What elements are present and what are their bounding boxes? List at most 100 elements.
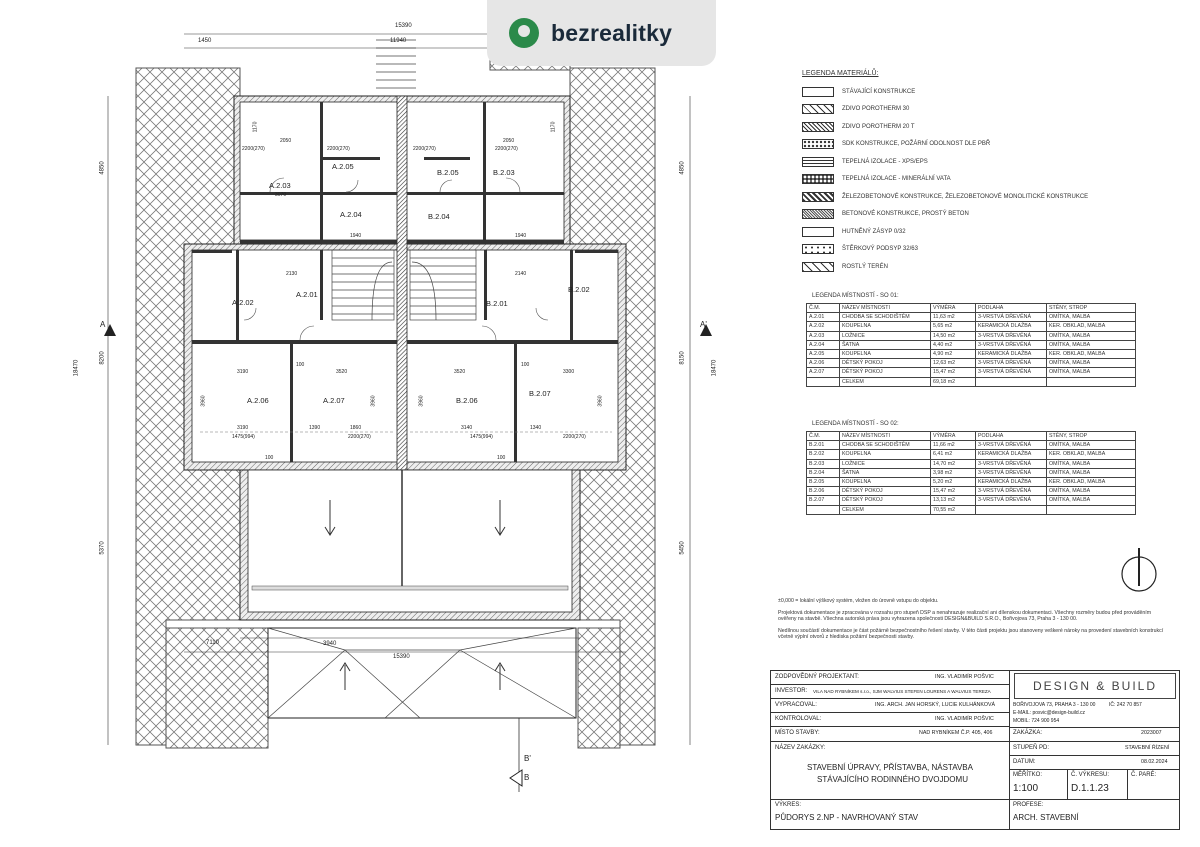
inner-dim: 3190 (237, 425, 249, 431)
terrace (239, 469, 581, 621)
zakazka-name-line2: STÁVAJÍCÍHO RODINNÉHO DVOJDOMU (817, 775, 968, 784)
pare-label: Č. PARÉ: (1131, 772, 1157, 778)
staircase (331, 249, 477, 321)
inner-dim: 1170 (550, 121, 557, 133)
section-b-prime: B' (524, 754, 531, 763)
dim-right-total: 18470 (711, 359, 718, 377)
inner-dim: 1940 (350, 233, 362, 239)
lower-roof (267, 627, 577, 719)
inner-dim: 3520 (336, 369, 348, 375)
note-documentation: Projektová dokumentace je zpracována v r… (778, 609, 1152, 623)
room-label-b206: B.2.06 (456, 396, 478, 405)
misto-label: MÍSTO STAVBY: (775, 730, 820, 736)
location-pin-icon (509, 18, 539, 48)
zakazka-name-line1: STAVEBNÍ ÚPRAVY, PŘÍSTAVBA, NÁSTAVBA (807, 763, 973, 772)
misto-value: NAD RYBNÍKEM Č.P. 405, 406 (919, 730, 993, 736)
legend-swatch (802, 209, 834, 220)
inner-dim: 1340 (530, 425, 542, 431)
room-label-a202: A.2.02 (232, 298, 254, 307)
table-header-row: Č.M. NÁZEV MÍSTNOSTI VÝMĚRA PODLAHA STĚN… (806, 302, 1136, 314)
legend-item: STÁVAJÍCÍ KONSTRUKCE (802, 83, 1102, 101)
legend-item: ŠTĚRKOVÝ PODSYP 32/63 (802, 241, 1102, 259)
kontroloval-label: KONTROLOVAL: (775, 716, 822, 722)
vypracoval-label: VYPRACOVAL: (775, 702, 817, 708)
section-b: B (524, 773, 530, 782)
investor-value: VILA NAD RYBNÍKEM s.r.o., SJM WALVIUS ST… (813, 689, 991, 694)
room-label-b202: B.2.02 (568, 285, 590, 294)
room-label-b205: B.2.05 (437, 168, 459, 177)
inner-dim: 2050 (280, 138, 292, 144)
zakazka-label: ZAKÁZKA: (1013, 730, 1043, 736)
drawing-notes: ±0,000 = lokální výškový systém, vložen … (778, 598, 1170, 646)
datum-label: DATUM: (1013, 759, 1036, 765)
section-marks (104, 324, 712, 792)
legend-item: TEPELNÁ IZOLACE - XPS/EPS (802, 153, 1102, 171)
room-label-b207: B.2.07 (529, 389, 551, 398)
inner-dim: 3960 (597, 395, 604, 407)
cislo-value: D.1.1.23 (1071, 783, 1109, 794)
door-swings (243, 177, 549, 341)
rooms-so01-title: LEGENDA MÍSTNOSTÍ - SO 01: (812, 293, 899, 299)
legend-swatch (802, 226, 834, 237)
inner-dim: 1475(994) (470, 434, 493, 440)
inner-dim: 2200(270) (563, 434, 586, 440)
dim-bottom-mid: 3940 (323, 641, 337, 647)
room-label-a206: A.2.06 (247, 396, 269, 405)
zodp-label: ZODPOVĚDNÝ PROJEKTANT: (775, 674, 859, 680)
title-block: ZODPOVĚDNÝ PROJEKTANT: ING. VLADIMÍR POŠ… (770, 670, 1180, 830)
datum-value: 08.02.2024 (1141, 759, 1168, 765)
inner-dim: 2050 (503, 138, 515, 144)
dim-bottom-left: 7110 (206, 640, 219, 646)
note-height-system: ±0,000 = lokální výškový systém, vložen … (778, 598, 939, 604)
inner-dim: 3190 (237, 369, 249, 375)
dim-right-1: 4850 (679, 161, 686, 175)
inner-dim: 2200(270) (495, 146, 518, 152)
legend-swatch (802, 174, 834, 185)
cislo-label: Č. VÝKRESU: (1071, 772, 1110, 778)
section-a-right: A' (700, 320, 707, 329)
inner-dim: 100 (521, 362, 530, 368)
legend-item: ZDIVO POROTHERM 30 (802, 101, 1102, 119)
inner-dim: 1940 (515, 233, 527, 239)
room-label-a203: A.2.03 (269, 181, 291, 190)
inner-dim: 2140 (515, 271, 527, 277)
inner-dim: 3960 (370, 395, 377, 407)
internal-walls (192, 102, 618, 462)
room-label-a204: A.2.04 (340, 210, 362, 219)
room-label-b201: B.2.01 (486, 299, 508, 308)
building-outline (183, 95, 627, 471)
legend-swatch (802, 104, 834, 115)
vykres-label: VÝKRES: (775, 802, 802, 808)
stupen-label: STUPEŇ PD: (1013, 745, 1050, 751)
dim-top-left: 1450 (198, 38, 212, 44)
materials-legend: LEGENDA MATERIÁLŮ: STÁVAJÍCÍ KONSTRUKCE … (802, 70, 1102, 276)
inner-dim: 1475(994) (232, 434, 255, 440)
dim-top-main: 11940 (390, 38, 407, 44)
table-header-row: Č.M. NÁZEV MÍSTNOSTI VÝMĚRA PODLAHA STĚN… (806, 430, 1136, 442)
section-a-left: A (100, 320, 106, 329)
vypracoval-value: ING. ARCH. JAN HORSKÝ, LUCIE KULHÁNKOVÁ (875, 702, 996, 708)
legend-item: HUTNĚNÝ ZÁSYP 0/32 (802, 223, 1102, 241)
brand-watermark: bezrealitky (487, 0, 716, 66)
investor-label: INVESTOR: (775, 688, 808, 694)
meritko-label: MĚŘÍTKO: (1013, 772, 1043, 778)
inner-dim: 100 (497, 455, 506, 461)
legend-item: SDK KONSTRUKCE, POŽÁRNÍ ODOLNOST DLE PBŘ (802, 136, 1102, 154)
dim-left-3: 5370 (99, 541, 106, 555)
company-mobil: MOBIL: 724 900 954 (1013, 718, 1060, 724)
company-logo: DESIGN & BUILD (1014, 673, 1176, 699)
legend-swatch (802, 191, 834, 202)
dim-right-3: 5450 (679, 541, 686, 555)
company-address: BOŘIVOJOVA 73, PRAHA 3 - 130 00 (1013, 702, 1096, 708)
